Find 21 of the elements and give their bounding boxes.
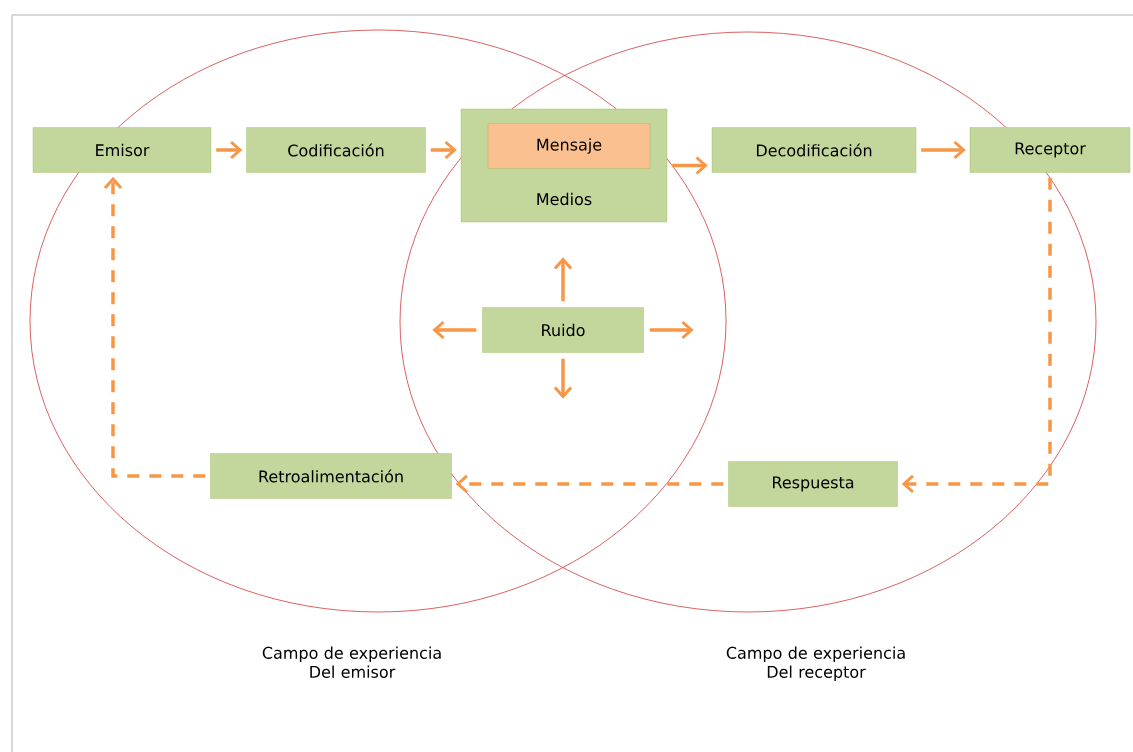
process-box: Receptor [969,127,1131,173]
noise-arrow [649,320,694,340]
arrow [921,140,966,160]
field-caption: Campo de experiencia Del emisor [262,646,441,678]
noise-arrow [553,257,573,302]
field-caption: Campo de experiencia Del receptor [726,646,905,681]
feedback-arrow [455,474,724,494]
process-box: Codificación [246,127,426,173]
feedback-arrow [901,177,1052,494]
arrow [216,140,243,160]
feedback-arrow [103,176,206,478]
arrow [672,156,708,175]
message-box: Mensaje [487,123,651,169]
noise-arrow [432,320,477,340]
process-box: Retroalimentación [210,453,452,499]
process-box: Emisor [32,127,212,173]
process-box: Ruido [482,307,644,353]
process-box: Respuesta [728,461,898,507]
arrow [430,140,457,160]
process-box: Decodificación [711,127,917,173]
noise-arrow [553,358,573,399]
